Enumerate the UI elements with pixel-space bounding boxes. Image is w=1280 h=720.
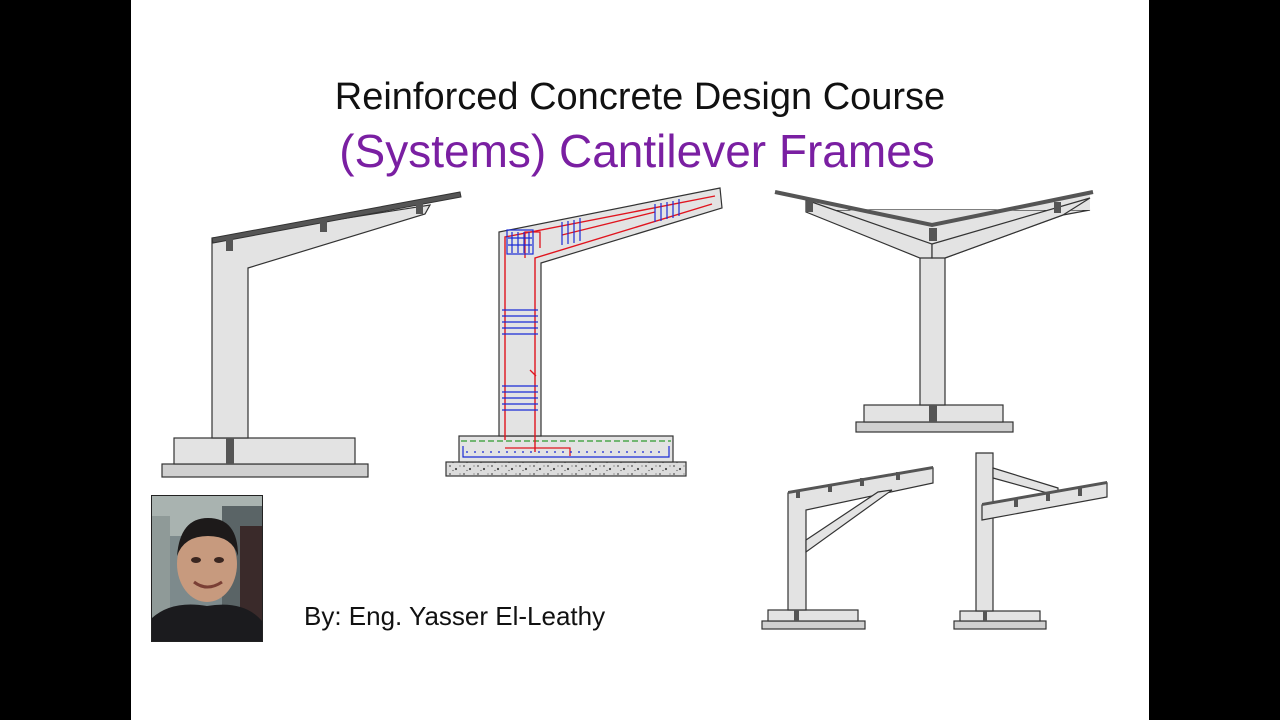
- frame-reinforcement-detail: [445, 187, 723, 477]
- frame5-column-joint: [983, 611, 987, 621]
- frame5-roof-slab: [982, 481, 1107, 506]
- frame5-purlin: [1078, 488, 1082, 496]
- frame3-purlin: [1054, 202, 1061, 213]
- frame3-column-beam-fill: [806, 192, 1090, 229]
- frame4-column-joint: [794, 610, 799, 621]
- frame-double-cantilever: [774, 190, 1094, 433]
- author-portrait-icon: [152, 496, 262, 641]
- frame5-column: [975, 452, 994, 612]
- frame2-dowel: [529, 369, 537, 377]
- frame-single-cantilever: [161, 191, 462, 478]
- author-byline: By: Eng. Yasser El-Leathy: [304, 601, 606, 631]
- frame-braced-cantilever: [761, 466, 934, 630]
- frame2-footing-bar: [505, 447, 571, 456]
- frame1-roof-slab: [211, 191, 462, 244]
- frame1-column-beam: [211, 204, 432, 439]
- frame4-strut: [805, 489, 893, 554]
- frame5-footing-base: [953, 620, 1047, 630]
- frame3-right-cantilever: [931, 197, 1091, 259]
- frame1-purlin: [226, 238, 233, 251]
- lecture-subtitle: (Systems) Cantilever Frames: [339, 125, 935, 177]
- frame4-footing-base: [761, 620, 866, 630]
- frame5-footing: [959, 610, 1041, 622]
- frame3-purlin: [929, 228, 937, 241]
- frame4-purlin: [860, 478, 864, 486]
- frame3-footing-base: [855, 421, 1014, 433]
- frame4-purlin: [828, 484, 832, 492]
- frame3-roof-slab: [774, 190, 1094, 228]
- frame3-column-joint: [929, 405, 937, 422]
- course-title: Reinforced Concrete Design Course: [334, 76, 946, 118]
- frame2-curtail-bar: [561, 211, 656, 236]
- frame2-main-bar-outer: [504, 195, 716, 440]
- frame4-footing: [767, 609, 859, 622]
- frame2-column-beam: [498, 187, 723, 437]
- author-photo: [151, 495, 263, 642]
- frame5-purlin: [1014, 499, 1018, 507]
- frame2-lean-concrete: [445, 461, 687, 477]
- frame2-main-bar-inner: [534, 203, 713, 452]
- frame4-purlin: [796, 490, 800, 498]
- frame1-purlin: [320, 220, 327, 232]
- frame1-purlin: [416, 202, 423, 214]
- frame1-footing: [173, 437, 356, 465]
- frame2-stirrups: [462, 199, 680, 458]
- frame1-footing-base: [161, 463, 369, 478]
- frame-tied-cantilever: [953, 452, 1108, 630]
- frame4-purlin: [896, 472, 900, 480]
- frame3-purlin: [806, 201, 813, 212]
- frame5-purlin: [1046, 493, 1050, 501]
- frame1-column-joint: [226, 438, 234, 464]
- frame2-footing: [458, 435, 674, 463]
